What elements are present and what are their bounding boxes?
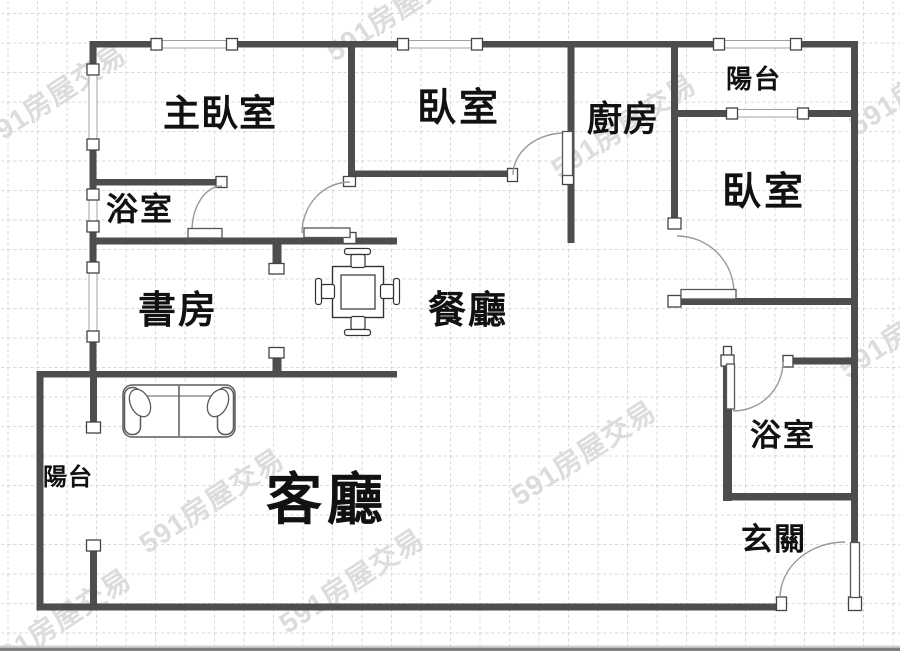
room-label-bedroom-top: 臥室 [417, 87, 502, 130]
door-panels [187, 130, 861, 599]
room-label-master-bedroom: 主臥室 [163, 93, 277, 134]
door-arc-master-bedroom [301, 181, 351, 234]
sofa [122, 384, 236, 438]
dining-set [314, 247, 401, 337]
door-arcs [191, 132, 846, 599]
room-label-study: 書房 [138, 290, 219, 332]
door-arc-entry [779, 541, 846, 599]
wall-caps [85, 37, 863, 612]
room-label-bathroom-upper: 浴室 [106, 191, 175, 227]
door-arc-bathroom-upper [191, 185, 223, 232]
room-label-living: 客廳 [266, 468, 388, 531]
room-label-bedroom-right: 臥室 [722, 171, 807, 214]
door-arc-bathroom-lower [732, 361, 784, 412]
room-label-kitchen: 廚房 [587, 100, 660, 139]
room-label-dining: 餐廳 [428, 290, 509, 332]
room-label-balcony-bottom: 陽台 [43, 464, 93, 491]
room-label-balcony-top: 陽台 [726, 64, 783, 94]
windows [88, 40, 799, 332]
door-arc-bedroom-top [512, 132, 566, 176]
door-arc-bedroom-right [676, 235, 735, 294]
room-label-entry: 玄關 [741, 522, 807, 557]
room-label-bathroom-lower: 浴室 [750, 418, 816, 453]
bottom-edge-bar [0, 645, 900, 651]
